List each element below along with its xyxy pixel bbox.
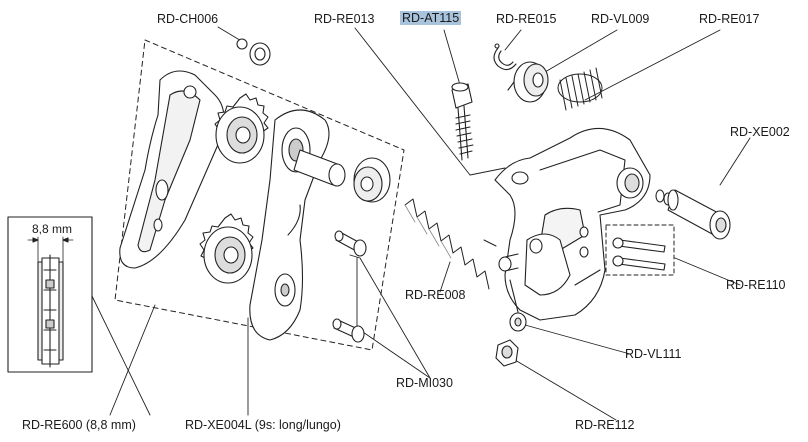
- clamp-bolt: [655, 189, 731, 240]
- adjuster-screw: [451, 82, 474, 161]
- label-rd-re013[interactable]: RD-RE013: [314, 12, 375, 26]
- cage-bolts: [332, 230, 367, 343]
- label-rd-re112[interactable]: RD-RE112: [575, 418, 635, 432]
- label-rd-mi030[interactable]: RD-MI030: [396, 376, 453, 390]
- pulley-width-detail: [7, 216, 93, 373]
- body-small-bolt: [498, 253, 519, 272]
- body-spring: [557, 67, 603, 111]
- dimension-label: 8,8 mm: [32, 222, 73, 236]
- small-screws: [612, 237, 666, 271]
- label-rd-vl111[interactable]: RD-VL111: [625, 347, 682, 361]
- derailleur-body: [494, 127, 651, 321]
- label-rd-at115[interactable]: RD-AT115: [400, 11, 462, 25]
- upper-pulley: [214, 93, 269, 164]
- label-rd-re015[interactable]: RD-RE015: [496, 12, 557, 26]
- lower-pulley: [199, 213, 254, 284]
- pivot-shaft: [293, 149, 346, 187]
- label-rd-re008[interactable]: RD-RE008: [405, 288, 466, 302]
- label-rd-xe002[interactable]: RD-XE002: [730, 125, 790, 139]
- circlip: [493, 43, 517, 71]
- cage-spring: [404, 198, 497, 290]
- label-rd-xe004l[interactable]: RD-XE004L (9s: long/lungo): [185, 418, 341, 432]
- label-rd-re600[interactable]: RD-RE600 (8,8 mm): [22, 418, 136, 432]
- pivot-bushing: [353, 157, 391, 203]
- pivot-pin: [509, 279, 527, 332]
- hex-nut: [495, 339, 519, 367]
- label-rd-re110[interactable]: RD-RE110: [726, 278, 786, 292]
- screw-group-outline: [605, 224, 675, 276]
- cage-group-outline: [114, 39, 405, 351]
- label-rd-vl009[interactable]: RD-VL009: [591, 12, 650, 26]
- leader-lines: [91, 26, 751, 421]
- label-rd-ch006[interactable]: RD-CH006: [157, 12, 219, 26]
- outer-cage-plate: [119, 70, 225, 269]
- label-rd-re017[interactable]: RD-RE017: [699, 12, 760, 26]
- barrel-adjuster: [507, 61, 549, 103]
- clip-ring: [236, 38, 271, 66]
